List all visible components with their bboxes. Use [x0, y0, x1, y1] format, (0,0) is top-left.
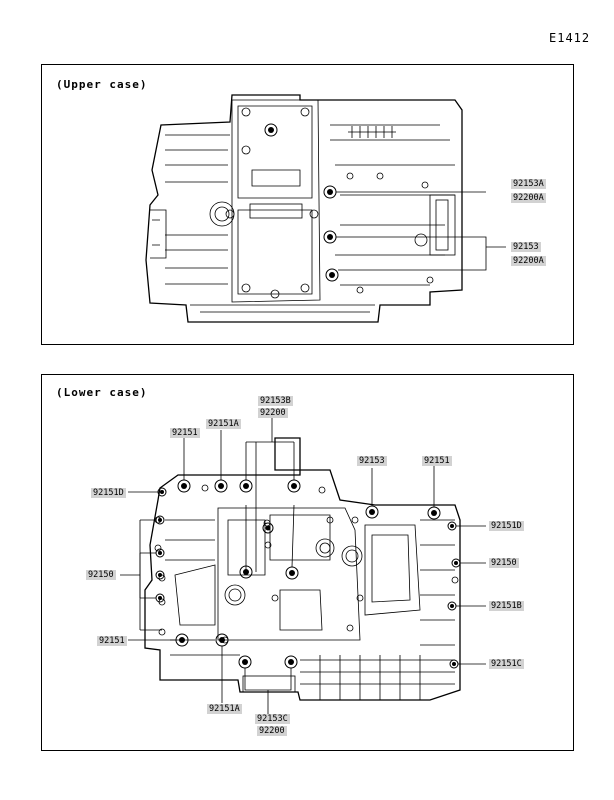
- page-code: E1412: [549, 31, 591, 45]
- lower-case-title: (Lower case): [56, 386, 148, 399]
- upper-case-panel: [41, 64, 574, 345]
- label-92150-right: 92150: [489, 558, 519, 568]
- label-92153C: 92153C: [255, 714, 290, 724]
- label-92153-right-top: 92153: [357, 456, 387, 466]
- label-92151A-bottom: 92151A: [207, 704, 242, 714]
- lower-leader-lines: [120, 414, 486, 714]
- lower-bolts: [155, 479, 461, 669]
- label-92150-left: 92150: [86, 570, 116, 580]
- upper-case-title: (Upper case): [56, 78, 148, 91]
- label-92200-top: 92200: [258, 408, 288, 418]
- label-92151-right-top: 92151: [422, 456, 452, 466]
- lower-case-panel: [41, 374, 574, 751]
- label-92151B-right: 92151B: [489, 601, 524, 611]
- lower-crankcase-outline: [144, 437, 461, 701]
- label-92151D-right: 92151D: [489, 521, 524, 531]
- upper-bolts: [264, 123, 339, 282]
- label-92200A-upper: 92200A: [511, 193, 546, 203]
- label-92200A-upper-2: 92200A: [511, 256, 546, 266]
- label-92153A-upper: 92153A: [511, 179, 546, 189]
- label-92200-bottom: 92200: [257, 726, 287, 736]
- label-92151A-top: 92151A: [206, 419, 241, 429]
- upper-leader-lines: [336, 191, 506, 271]
- label-92151-top-left: 92151: [170, 428, 200, 438]
- upper-crankcase-outline: [145, 94, 463, 323]
- label-92153-upper: 92153: [511, 242, 541, 252]
- label-92153B: 92153B: [258, 396, 293, 406]
- label-92151D-left: 92151D: [91, 488, 126, 498]
- label-92151C-right: 92151C: [489, 659, 524, 669]
- label-92151-lower-left: 92151: [97, 636, 127, 646]
